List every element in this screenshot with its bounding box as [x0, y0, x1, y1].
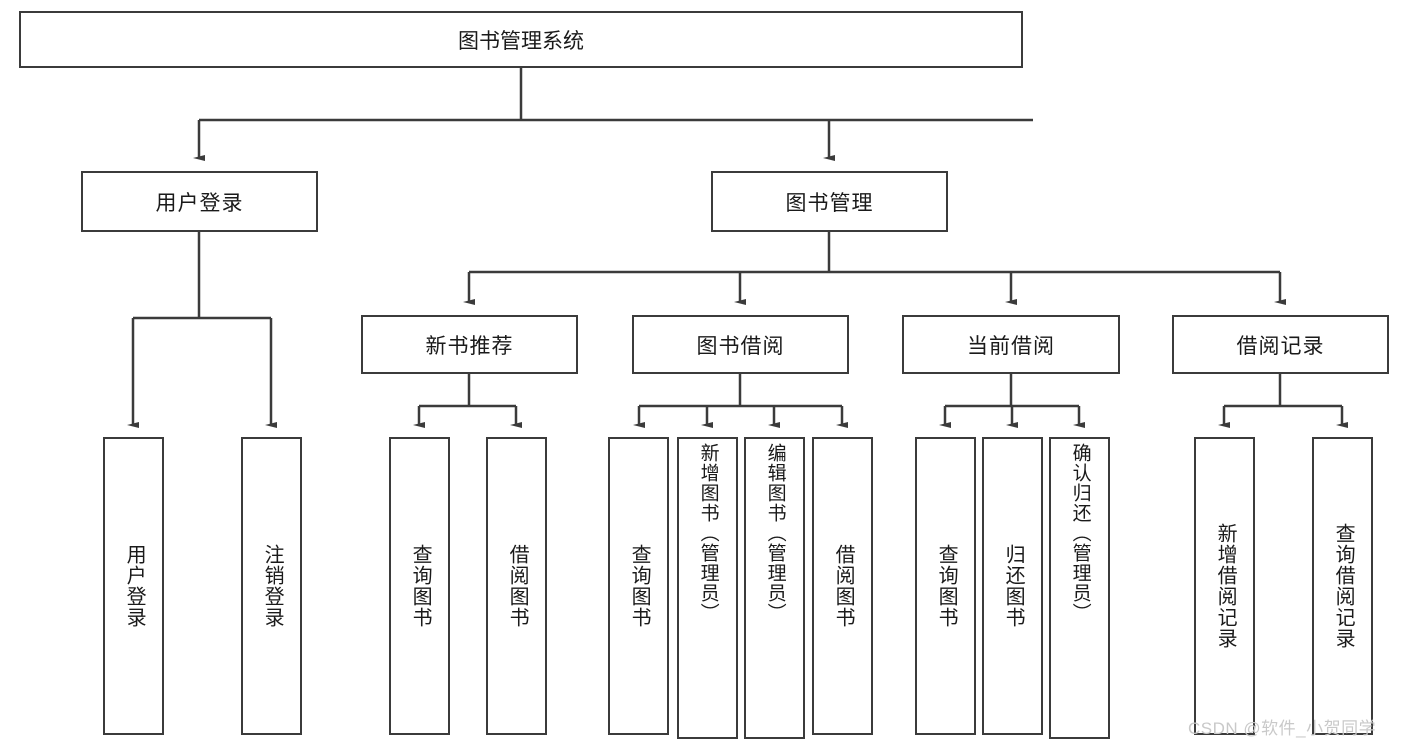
leaf-record-add-record[interactable]: 新增借阅记录	[1194, 437, 1255, 735]
node-label: 用户登录	[123, 544, 146, 628]
node-book-borrow[interactable]: 图书借阅	[632, 315, 849, 374]
node-label: 图书借阅	[696, 334, 785, 358]
node-label: 编辑图书（管理员）	[764, 443, 786, 623]
node-current-borrow[interactable]: 当前借阅	[902, 315, 1120, 374]
node-label: 查询借阅记录	[1332, 523, 1355, 649]
node-label: 新书推荐	[425, 334, 514, 358]
leaf-borrow-edit-book[interactable]: 编辑图书（管理员）	[744, 437, 805, 739]
leaf-borrow-borrow-book[interactable]: 借阅图书	[812, 437, 873, 735]
node-label: 图书管理	[785, 191, 874, 215]
node-user-login[interactable]: 用户登录	[81, 171, 318, 232]
node-new-book-recommend[interactable]: 新书推荐	[361, 315, 578, 374]
leaf-borrow-query-book[interactable]: 查询图书	[608, 437, 669, 735]
leaf-record-query-record[interactable]: 查询借阅记录	[1312, 437, 1373, 735]
node-label: 注销登录	[261, 544, 284, 628]
node-label: 归还图书	[1002, 544, 1025, 628]
leaf-recommend-query-book[interactable]: 查询图书	[389, 437, 450, 735]
node-book-management[interactable]: 图书管理	[711, 171, 948, 232]
node-label: 借阅图书	[506, 544, 529, 628]
node-label: 确认归还（管理员）	[1069, 443, 1091, 623]
node-label: 借阅图书	[832, 544, 855, 628]
node-label: 图书管理系统	[458, 29, 584, 53]
node-label: 新增借阅记录	[1214, 523, 1237, 649]
node-label: 查询图书	[935, 544, 958, 628]
leaf-current-return-book[interactable]: 归还图书	[982, 437, 1043, 735]
leaf-user-login-login[interactable]: 用户登录	[103, 437, 164, 735]
node-label: 查询图书	[409, 544, 432, 628]
watermark-text: CSDN @软件_小贺同学	[1188, 719, 1377, 738]
node-root-system[interactable]: 图书管理系统	[19, 11, 1023, 68]
leaf-recommend-borrow-book[interactable]: 借阅图书	[486, 437, 547, 735]
node-label: 借阅记录	[1236, 334, 1325, 358]
node-label: 新增图书（管理员）	[697, 443, 719, 623]
leaf-borrow-add-book[interactable]: 新增图书（管理员）	[677, 437, 738, 739]
leaf-user-login-logout[interactable]: 注销登录	[241, 437, 302, 735]
leaf-current-confirm-return[interactable]: 确认归还（管理员）	[1049, 437, 1110, 739]
node-label: 用户登录	[155, 191, 244, 215]
node-label: 当前借阅	[967, 334, 1055, 358]
leaf-current-query-book[interactable]: 查询图书	[915, 437, 976, 735]
node-borrow-record[interactable]: 借阅记录	[1172, 315, 1389, 374]
node-label: 查询图书	[628, 544, 651, 628]
